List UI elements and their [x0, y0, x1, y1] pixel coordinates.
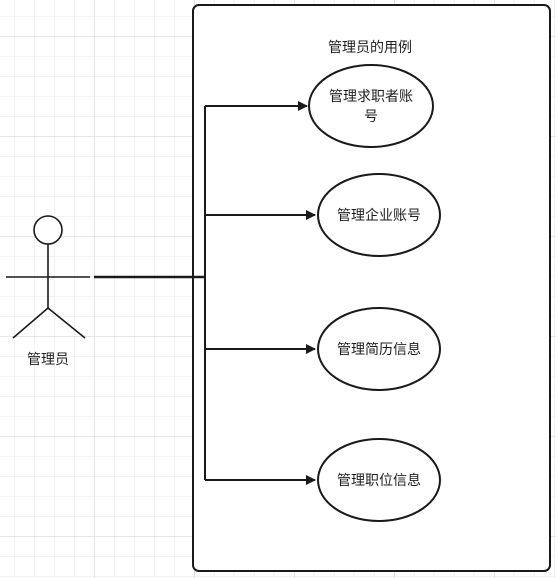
use-case-label-line1: 管理简历信息 [337, 341, 421, 358]
use-case-ellipse [308, 64, 434, 148]
use-case-label-line1: 管理求职者账 [329, 89, 413, 105]
use-case-manage-company-accounts[interactable]: 管理企业账号 [317, 173, 441, 257]
actor-head [33, 215, 63, 245]
actor-label: 管理员 [27, 352, 69, 368]
actor-left-leg [12, 307, 49, 339]
system-title: 管理员的用例 [328, 40, 412, 56]
actor-right-leg [47, 307, 86, 339]
actor-figure[interactable] [6, 215, 90, 339]
use-case-manage-jobseeker-accounts[interactable]: 管理求职者账 号 [308, 64, 434, 148]
use-case-manage-job-info[interactable]: 管理职位信息 [317, 438, 441, 522]
use-case-ellipse [317, 307, 441, 391]
use-case-label-line1: 管理职位信息 [337, 472, 421, 489]
connectors [94, 101, 316, 485]
use-case-manage-resume-info[interactable]: 管理简历信息 [317, 307, 441, 391]
use-case-ellipse [317, 173, 441, 257]
use-case-ellipse [317, 438, 441, 522]
use-case-label-line2: 号 [364, 109, 378, 125]
use-case-label-line1: 管理企业账号 [337, 207, 421, 224]
system-boundary[interactable] [192, 4, 551, 572]
